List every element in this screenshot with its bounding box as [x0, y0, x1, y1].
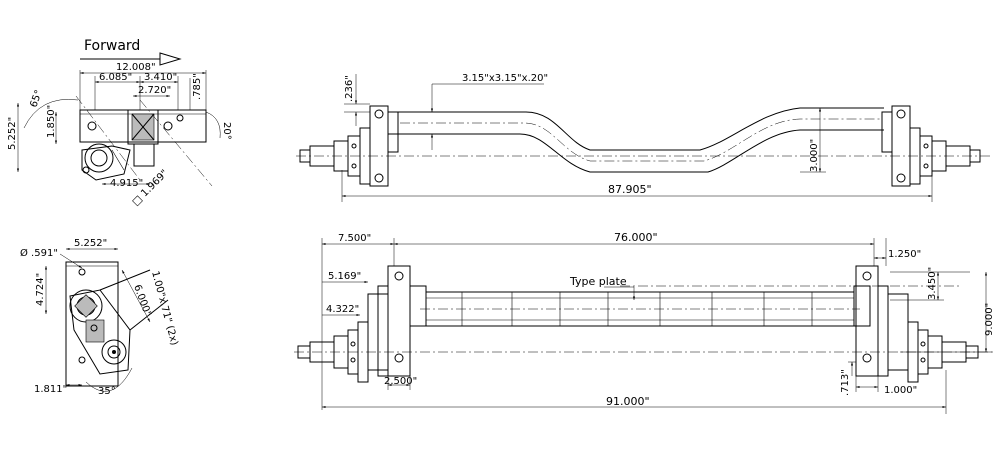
hub-detail-view: Ø .591" 5.252" 4.724" 6.000" 1.00"x.71" …	[20, 238, 180, 397]
dim-3410: 3.410"	[144, 72, 177, 83]
dim-bolt-slot: 1.00"x.71" (2x)	[149, 270, 179, 347]
dim-6085: 6.085"	[99, 72, 132, 83]
dim-5252: 5.252"	[7, 117, 18, 150]
dim-713: .713"	[840, 369, 851, 396]
dim-2500: 2.500"	[384, 376, 417, 387]
dim-2720: 2.720"	[138, 85, 171, 96]
dim-tube-profile: 3.15"x3.15"x.20"	[462, 73, 548, 84]
dim-5252-b: 5.252"	[74, 238, 107, 249]
angle-35: 35°	[98, 386, 116, 397]
left-hub-top	[297, 265, 427, 383]
dim-6000: 6.000"	[131, 283, 153, 318]
forward-arrow-icon	[80, 52, 182, 66]
front-view-axle: .236" 3.15"x3.15"x.20" 3.000" 87.905"	[296, 73, 990, 202]
right-hub-top	[853, 265, 979, 383]
dim-91000: 91.000"	[606, 395, 650, 408]
dim-1000: 1.000"	[884, 385, 917, 396]
dim-4724: 4.724"	[35, 273, 46, 306]
angle-20: 20°	[221, 122, 232, 140]
type-plate-label: Type plate	[569, 275, 627, 288]
left-hub-front	[299, 105, 399, 187]
dim-3450: 3.450"	[927, 267, 938, 300]
dim-1250: 1.250"	[888, 249, 921, 260]
dim-1811: 1.811"	[34, 384, 67, 395]
dim-236: .236"	[344, 75, 355, 102]
dim-5169: 5.169"	[328, 271, 361, 282]
right-hub-front	[881, 105, 981, 187]
dim-785: .785"	[192, 73, 203, 100]
dim-4915: 4.915"	[110, 178, 143, 189]
dim-12008: 12.008"	[116, 62, 156, 73]
dim-4322: 4.322"	[326, 304, 359, 315]
dim-3000: 3.000"	[809, 139, 820, 172]
top-view-axle: Type plate 7.500" 76.000" 1.25	[294, 231, 996, 414]
forward-label: Forward	[84, 38, 140, 54]
dim-9000: 9.000"	[984, 303, 995, 336]
dim-dia-591: Ø .591"	[20, 247, 58, 259]
dim-7500: 7.500"	[338, 233, 371, 244]
dim-1850: 1.850"	[46, 105, 57, 138]
side-view-suspension-detail: Forward 12.008" 6.085" 3.410" 2.720" .78…	[7, 38, 232, 208]
dim-76000: 76.000"	[614, 231, 658, 244]
dim-87905: 87.905"	[608, 183, 652, 196]
